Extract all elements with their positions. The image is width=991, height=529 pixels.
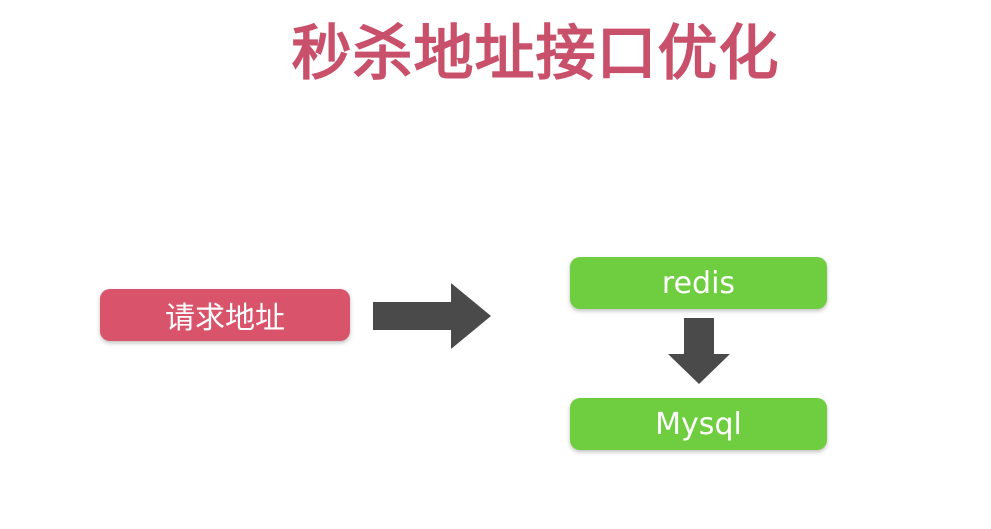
down-arrow-shape xyxy=(668,318,730,384)
mysql-node: Mysql xyxy=(570,398,827,450)
page-title: 秒杀地址接口优化 xyxy=(291,19,780,89)
right-arrow-shape xyxy=(373,283,491,349)
request-address-label: 请求地址 xyxy=(165,301,285,336)
down-arrow-icon xyxy=(668,318,730,384)
request-address-node: 请求地址 xyxy=(100,289,350,341)
redis-label: redis xyxy=(661,265,736,301)
right-arrow-icon xyxy=(373,283,491,349)
mysql-label: Mysql xyxy=(655,406,742,442)
redis-node: redis xyxy=(570,257,827,309)
